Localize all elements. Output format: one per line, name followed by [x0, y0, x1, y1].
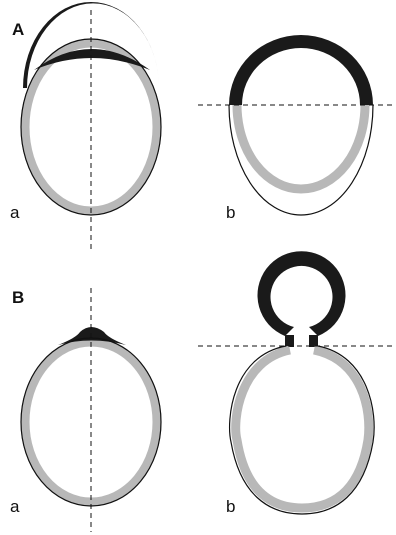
cell-a-b-dark-half [229, 35, 373, 105]
cell-b-b [198, 251, 392, 514]
cell-b-b-neck-right [309, 335, 318, 347]
cell-b-b-neck-left [285, 335, 294, 347]
cell-a-a-label: a [10, 203, 20, 222]
cell-b-b-label: b [226, 497, 235, 516]
panel-b: B a b [10, 251, 392, 532]
cell-a-b-label: b [226, 203, 235, 222]
cell-b-b-gray-band [236, 350, 369, 508]
panel-a: A a b [10, 2, 392, 252]
panel-b-label: B [12, 288, 24, 307]
cell-b-a-label: a [10, 497, 20, 516]
cell-a-a [21, 2, 161, 252]
cell-a-b-gray-band [237, 105, 365, 189]
cell-a-b [198, 35, 392, 215]
panel-a-label: A [12, 20, 24, 39]
cell-b-b-bud [258, 251, 346, 336]
cell-b-a [21, 288, 161, 532]
